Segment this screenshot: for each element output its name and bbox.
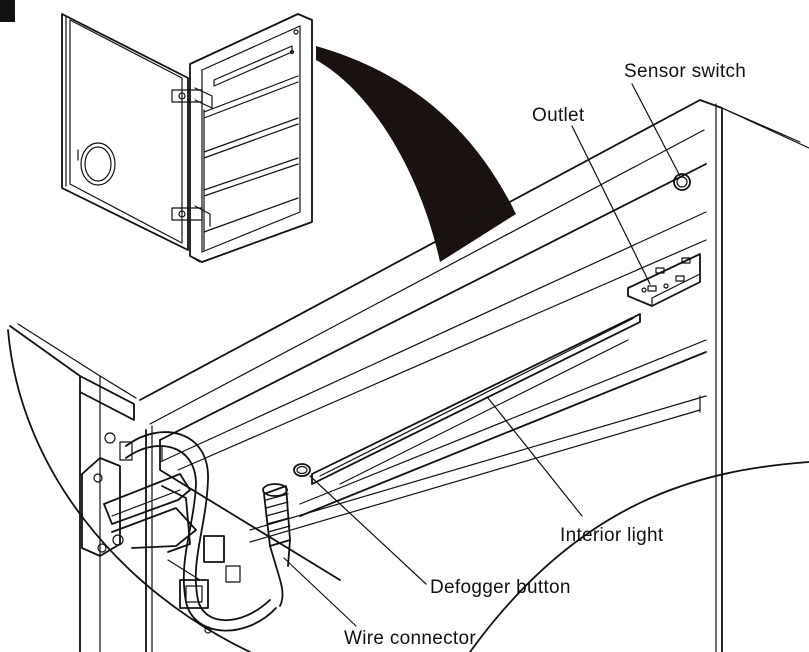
cabinet-overview [61,13,313,263]
leader-defogger [309,475,427,585]
left-wall-panel [9,323,137,652]
hinge-assembly [81,457,241,634]
top-hinge [171,87,213,109]
leader-sensor-switch [631,83,681,177]
label-defogger-button: Defogger button [430,577,571,598]
label-outlet: Outlet [532,105,585,126]
door-sensor-circle [80,142,116,186]
leader-lines [283,83,681,627]
leader-outlet [571,125,651,285]
label-sensor-switch: Sensor switch [624,61,746,82]
cabinet-detail [7,99,809,652]
sensor-switch [673,173,691,191]
label-wire-connector: Wire connector [344,628,476,649]
label-interior-light: Interior light [560,525,664,546]
defogger-button [293,463,311,477]
power-wire [119,431,277,632]
zoom-swoosh [316,46,516,262]
outlet [627,253,701,307]
corner-marker [0,0,15,22]
leader-wire-connector [283,557,357,627]
wire-connector [262,483,291,607]
leader-interior-light [487,397,583,517]
